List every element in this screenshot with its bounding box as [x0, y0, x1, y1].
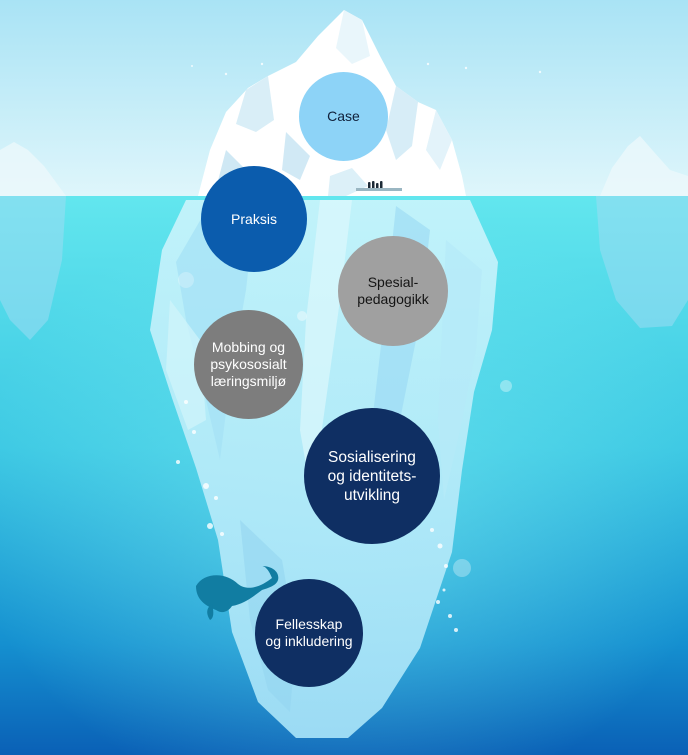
fellesskap-topic-label: Fellesskap og inkludering	[265, 616, 353, 649]
praksis-topic-button[interactable]: Praksis	[201, 166, 307, 272]
fellesskap-topic-button[interactable]: Fellesskap og inkludering	[255, 579, 363, 687]
whale-icon	[196, 566, 279, 620]
spesialpedagogikk-topic-button[interactable]: Spesial- pedagogikk	[338, 236, 448, 346]
penguins-icon	[356, 181, 402, 191]
sosialisering-topic-button[interactable]: Sosialisering og identitets- utvikling	[304, 408, 440, 544]
right-iceberg-icon	[596, 136, 688, 328]
left-iceberg-icon	[0, 142, 66, 340]
mobbing-topic-button[interactable]: Mobbing og psykososialt læringsmiljø	[194, 310, 303, 419]
bubbles-icon	[176, 272, 512, 632]
case-topic-button[interactable]: Case	[299, 72, 388, 161]
sosialisering-topic-label: Sosialisering og identitets- utvikling	[327, 448, 417, 504]
praksis-topic-label: Praksis	[231, 210, 277, 227]
case-topic-label: Case	[327, 108, 360, 124]
spesialpedagogikk-topic-label: Spesial- pedagogikk	[357, 274, 429, 307]
mobbing-topic-label: Mobbing og psykososialt læringsmiljø	[210, 339, 287, 389]
